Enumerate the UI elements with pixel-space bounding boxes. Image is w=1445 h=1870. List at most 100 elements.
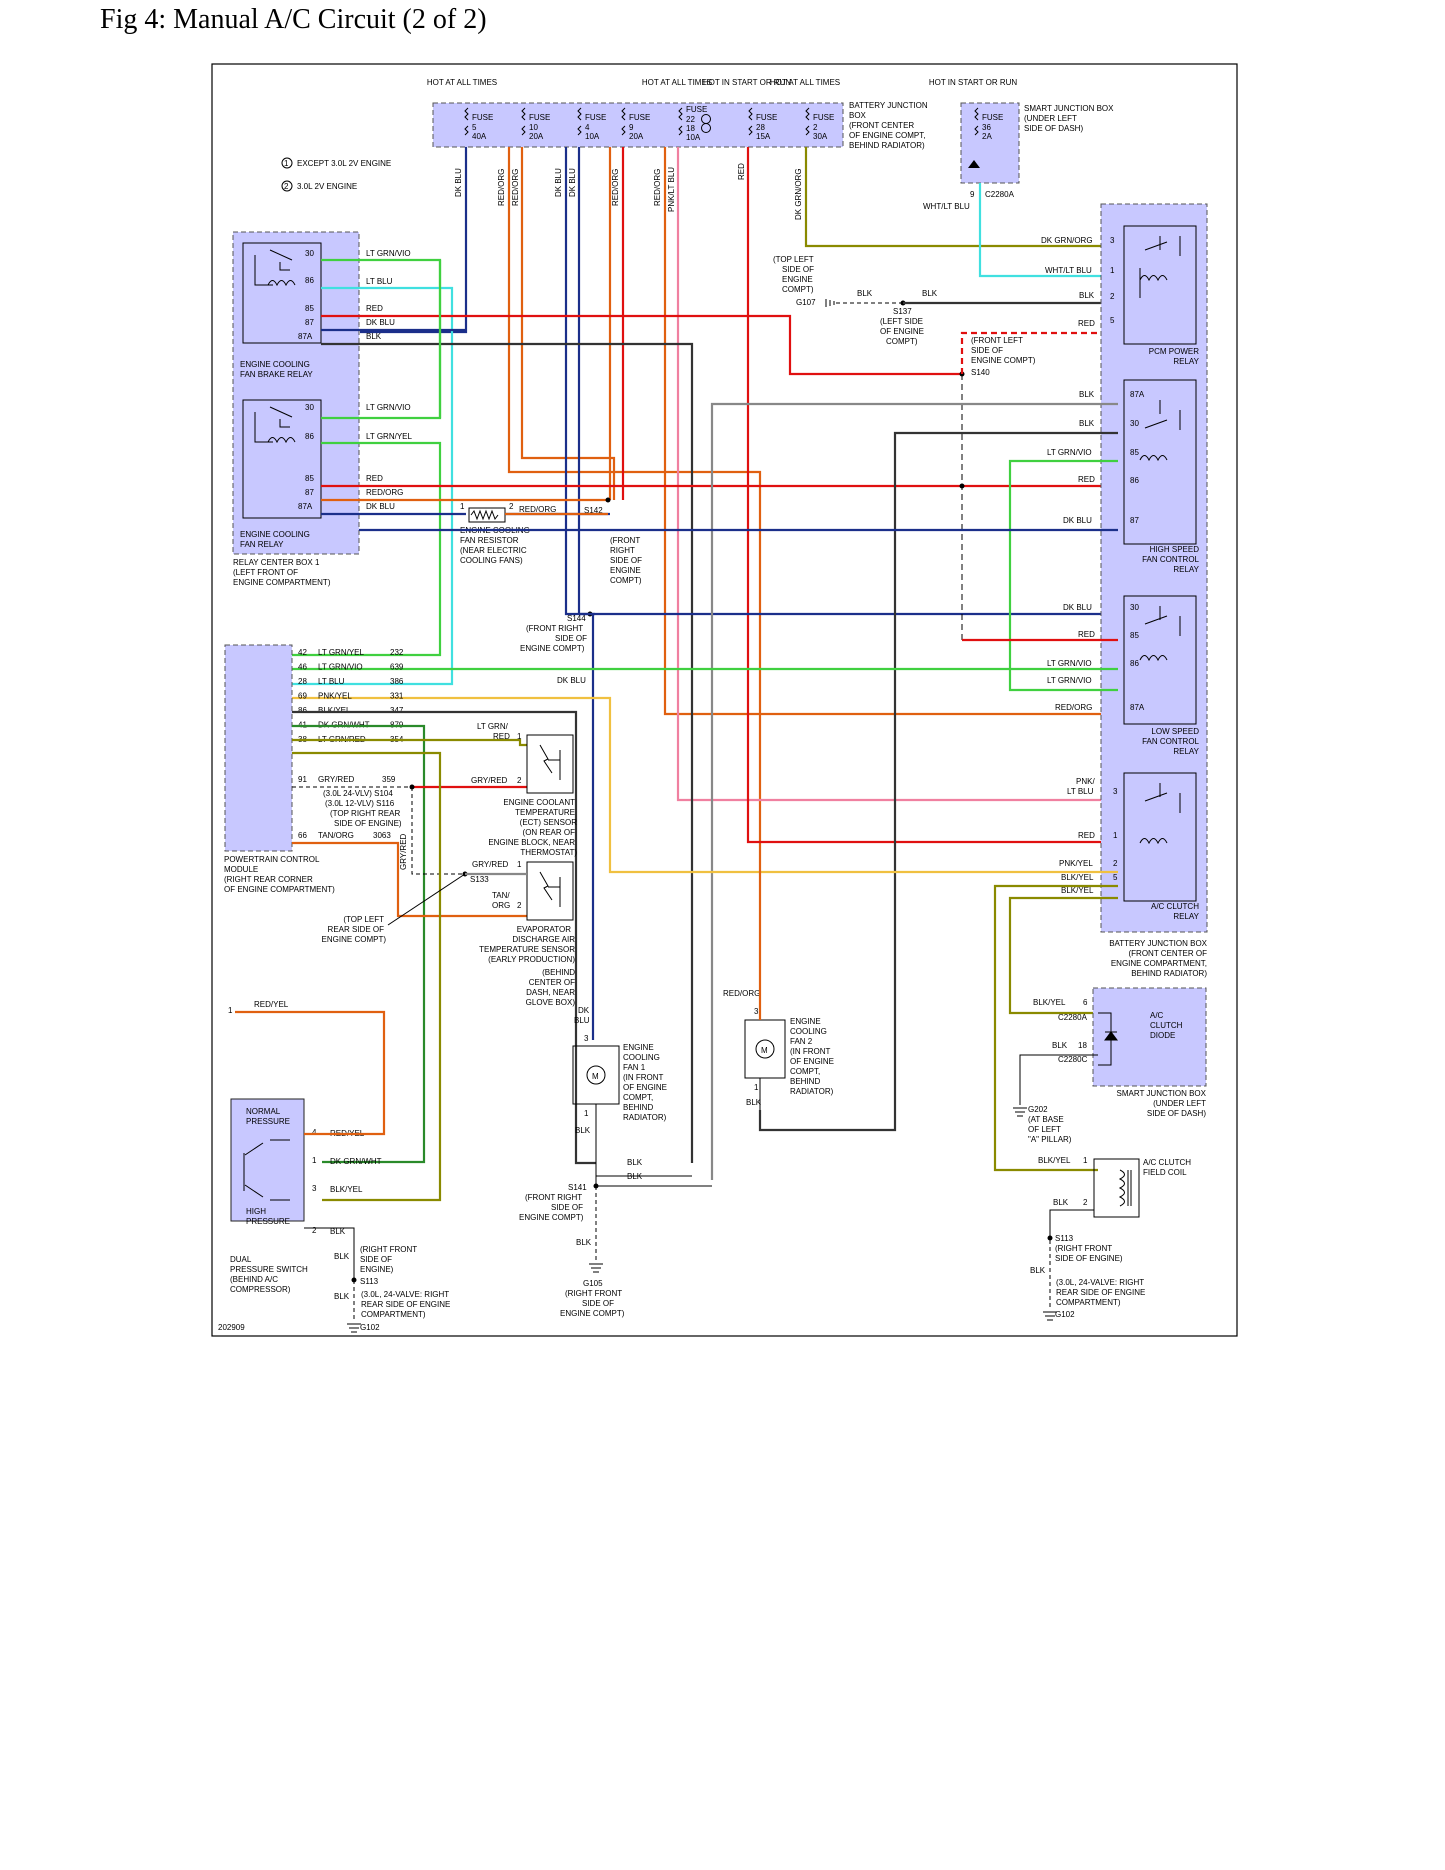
ect-w1b: RED — [493, 732, 510, 741]
vw-label-9: RED — [737, 163, 746, 180]
sjb-top-l3: SIDE OF DASH) — [1024, 124, 1083, 133]
sjb-bottom-labels: BLK/YEL 6 C2280A BLK 18 C2280C A/C CLUTC… — [1013, 998, 1207, 1144]
wire-blk-coil2 — [1049, 1209, 1094, 1238]
fan2-p1: 1 — [754, 1083, 759, 1092]
switch-wires — [235, 1010, 386, 1333]
res-l4: COOLING FANS) — [460, 556, 523, 565]
fuse-2-amp: 30A — [813, 132, 828, 141]
fuse-36-label: FUSE — [982, 113, 1003, 122]
sjb-c2: C2280C — [1058, 1055, 1088, 1064]
fuse-4-amp: 10A — [585, 132, 600, 141]
rcb-l3: ENGINE COMPARTMENT) — [233, 578, 331, 587]
pcm-pin-wire: LT GRN/VIO — [318, 663, 363, 672]
hot-labels: HOT AT ALL TIMES HOT AT ALL TIMES HOT IN… — [427, 78, 1017, 87]
wire-red-org-fuse10 — [507, 147, 762, 860]
coil-gl2: REAR SIDE OF ENGINE — [1056, 1288, 1145, 1297]
diagram-frame — [211, 63, 1238, 1337]
ect-l3: (ECT) SENSOR — [520, 818, 578, 827]
splice-s144: S144 (FRONT RIGHT SIDE OF ENGINE COMPT) … — [520, 611, 1118, 1040]
fuse-10-icon — [521, 107, 526, 136]
pcm-l3: (RIGHT REAR CORNER — [224, 875, 313, 884]
g107-w1: BLK — [857, 289, 873, 298]
br-p87a: 87A — [298, 332, 313, 341]
evap-loc3: ENGINE COMPT) — [322, 935, 387, 944]
fan1-p3: 3 — [584, 1034, 589, 1043]
s142-loc5: COMPT) — [610, 576, 642, 585]
smart-junction-box-top-label: SMART JUNCTION BOX (UNDER LEFT SIDE OF D… — [923, 104, 1114, 211]
ect-l5: ENGINE BLOCK, NEAR — [488, 838, 575, 847]
evap-p1: 1 — [517, 860, 522, 869]
powertrain-control-module — [224, 644, 293, 852]
pcm-l4: OF ENGINE COMPARTMENT) — [224, 885, 335, 894]
g107-l1: (TOP LEFT — [773, 255, 814, 264]
ground-g105: G105 (RIGHT FRONT SIDE OF ENGINE COMPT) — [560, 1263, 625, 1318]
evap-loc1: (TOP LEFT — [343, 915, 384, 924]
pcm-w91: GRY/RED — [318, 775, 355, 784]
pcm-title1: PCM POWER — [1149, 347, 1199, 356]
fuse-5-icon — [464, 107, 469, 136]
coil-gl1: (3.0L, 24-VALVE: RIGHT — [1056, 1278, 1144, 1287]
sw-wblk1: BLK — [334, 1252, 350, 1261]
fuse-labels: FUSE 5 40A FUSE 10 20A FUSE 4 10A FUSE 9… — [472, 105, 1003, 142]
wire-blk-yel-ac5b — [1008, 896, 1118, 1015]
sjb-top-wire: WHT/LT BLU — [923, 202, 970, 211]
svg-text:2: 2 — [284, 182, 289, 191]
wire-red-org-fuse10b — [520, 147, 616, 500]
fan1-wtop1: DK — [578, 1006, 590, 1015]
ls-w87a: RED/ORG — [1055, 703, 1092, 712]
vw-label-3: RED/ORG — [511, 169, 520, 206]
wire-lt-grn-vio-hs85 — [1008, 459, 1118, 692]
brake-relay-coil-icon — [254, 249, 296, 287]
brake-relay-labels: 30 86 85 87 87A LT GRN/VIO LT BLU RED DK… — [240, 249, 411, 379]
br-w86: LT BLU — [366, 277, 393, 286]
sw-p1: 1 — [312, 1156, 317, 1165]
battery-junction-box-top-label: BATTERY JUNCTION BOX (FRONT CENTER OF EN… — [849, 101, 928, 150]
wire-blk-hs30 — [758, 431, 1118, 1132]
fr-p87: 87 — [305, 488, 314, 497]
s141-w1: BLK — [627, 1158, 643, 1167]
coil-w1: BLK/YEL — [1038, 1156, 1071, 1165]
pressure-switch-icon — [243, 1139, 290, 1201]
wire-dk-blu-s144 — [579, 612, 1118, 1040]
sjb-d3: DIODE — [1150, 1031, 1175, 1040]
ls-w86b: LT GRN/VIO — [1047, 676, 1092, 685]
battery-junction-box-fuses — [432, 102, 844, 148]
hot-label-5: HOT IN START OR RUN — [929, 78, 1018, 87]
sjb-w18: BLK — [1052, 1041, 1068, 1050]
sjb-top-l2: (UNDER LEFT — [1024, 114, 1077, 123]
g107-l4: COMPT) — [782, 285, 814, 294]
wire-s140-vertical — [961, 374, 1118, 641]
rcb-l1: RELAY CENTER BOX 1 — [233, 558, 320, 567]
pcm-pin-circ: 386 — [390, 677, 404, 686]
hs-p87: 87 — [1130, 516, 1139, 525]
fuse-10-label: FUSE — [529, 113, 550, 122]
fan1-l5: OF ENGINE — [623, 1083, 667, 1092]
relay-box-wires — [292, 258, 1118, 1163]
pcm-pin-wire: LT BLU — [318, 677, 345, 686]
sw-gl3: COMPARTMENT) — [361, 1310, 426, 1319]
s141-w2: BLK — [627, 1172, 643, 1181]
fan2-motor-icon — [755, 1039, 775, 1059]
s142-loc2: RIGHT — [610, 546, 635, 555]
s137-name: S137 — [893, 307, 912, 316]
evap-l1: EVAPORATOR — [517, 925, 571, 934]
ac-p5: 5 — [1113, 873, 1118, 882]
fan2-l8: RADIATOR) — [790, 1087, 834, 1096]
s140-l3: ENGINE COMPT) — [971, 356, 1036, 365]
fan2-wtop: RED/ORG — [723, 989, 760, 998]
fr-title2: FAN RELAY — [240, 540, 284, 549]
bjb-top-l5: BEHIND RADIATOR) — [849, 141, 925, 150]
evap-l5: (BEHIND — [542, 968, 575, 977]
br-w87a: BLK — [366, 332, 382, 341]
fan2-motor: M — [761, 1046, 768, 1055]
ground-g102-icon-left — [347, 1323, 361, 1333]
sw-l3: (BEHIND A/C — [230, 1275, 278, 1284]
sw-p4: 4 — [312, 1128, 317, 1137]
pcm-wires — [292, 710, 596, 1202]
bjb-bottom-l1: BATTERY JUNCTION BOX — [1109, 939, 1207, 948]
sjb-gl1: (AT BASE — [1028, 1115, 1064, 1124]
fr-p87a: 87A — [298, 502, 313, 511]
evap-l7: DASH, NEAR — [526, 988, 575, 997]
